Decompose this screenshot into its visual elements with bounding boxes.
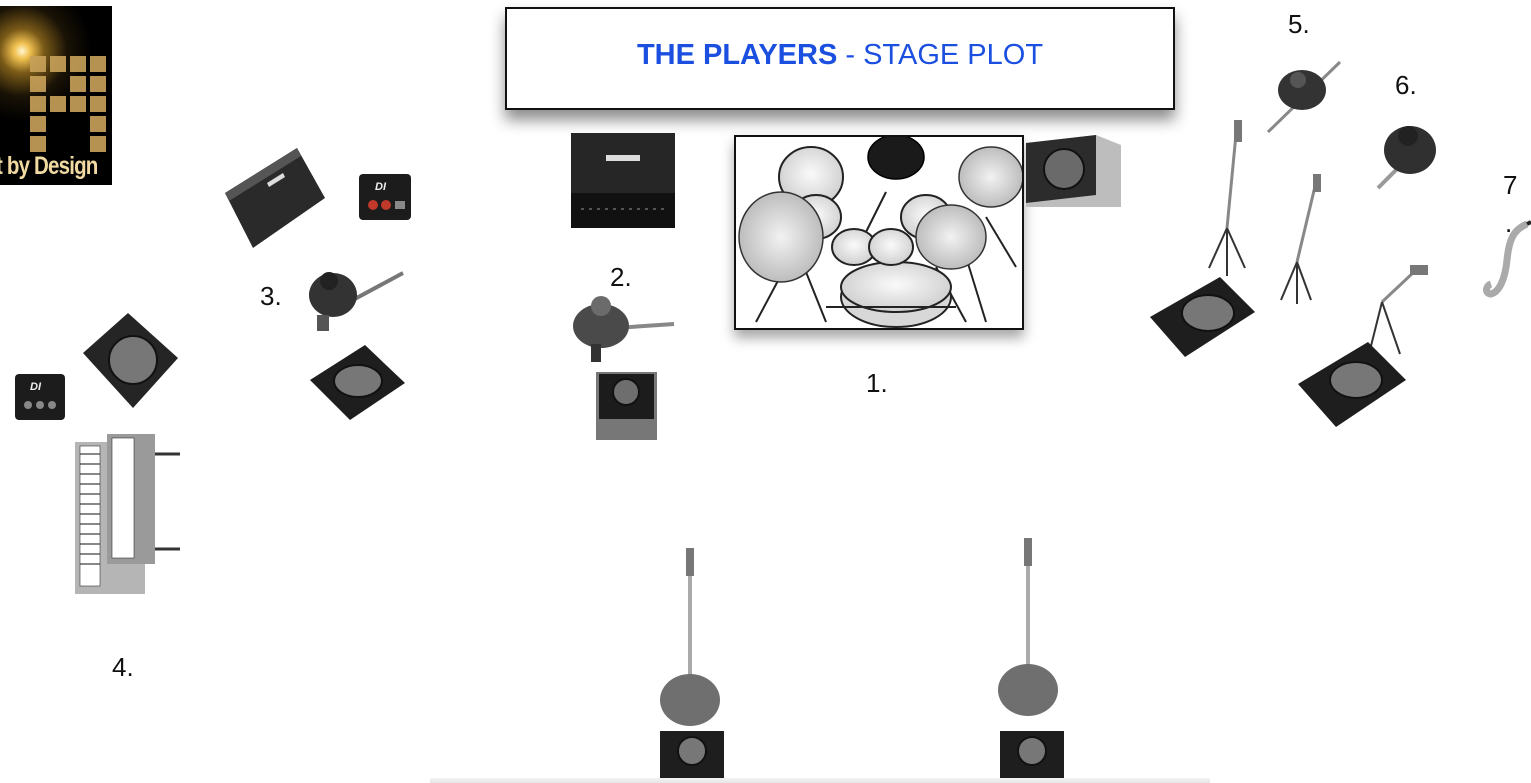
- wedge-monitor-3-icon: [310, 345, 405, 420]
- trumpeter-icon: [1376, 126, 1436, 190]
- trombonist-icon: [1266, 60, 1342, 134]
- guitarist-icon: [309, 271, 404, 331]
- band-name: THE PLAYERS: [636, 39, 838, 71]
- wedge-monitor-2-icon: [596, 372, 657, 440]
- saxophone-icon: [1483, 220, 1531, 298]
- front-wedge-right-icon: [1000, 731, 1064, 783]
- mic-stand-6-icon: [1280, 174, 1321, 304]
- svg-text:DI: DI: [375, 181, 387, 193]
- logo-grid-icon: [30, 56, 106, 152]
- position-label-7: 7: [1503, 170, 1518, 200]
- bassist-icon: [573, 296, 675, 362]
- keyboard-icon: [75, 434, 180, 594]
- position-label-2: 2.: [610, 262, 632, 292]
- mic-stand-5-icon: [1208, 120, 1246, 276]
- wedge-monitor-5-icon: [1150, 277, 1255, 357]
- title-separator: -: [837, 39, 864, 71]
- drum-kit-frame: [734, 135, 1024, 330]
- svg-text:DI: DI: [30, 381, 42, 393]
- company-logo: t by Design: [0, 6, 112, 185]
- position-label-7-dot: .: [1505, 208, 1513, 238]
- mic-stand-7-icon: [1369, 265, 1428, 355]
- plot-subtitle: STAGE PLOT: [863, 39, 1044, 71]
- drum-side-fill-monitor-icon: [1026, 135, 1121, 207]
- drum-kit-icon: [738, 137, 1022, 328]
- wedge-monitor-6-icon: [1298, 342, 1406, 427]
- title-box: THE PLAYERS - STAGE PLOT: [505, 7, 1175, 110]
- front-wedge-left-icon: [660, 731, 724, 783]
- vocal-mic-stand-right-icon: [998, 538, 1058, 716]
- position-label-5: 5.: [1288, 9, 1310, 39]
- guitar-amp-icon: [225, 148, 325, 248]
- keys-di-box-icon: DI: [15, 374, 65, 420]
- stage-front-edge: [430, 778, 1210, 783]
- di-box-icon: DI: [359, 174, 411, 220]
- logo-text: t by Design: [0, 152, 98, 180]
- keys-monitor-icon: [83, 313, 178, 408]
- bass-amp-icon: [571, 133, 675, 228]
- position-label-1: 1.: [866, 368, 888, 398]
- vocal-mic-stand-left-icon: [660, 548, 720, 726]
- position-label-6: 6.: [1395, 70, 1417, 100]
- position-label-4: 4.: [112, 652, 134, 682]
- position-label-3: 3.: [260, 281, 282, 311]
